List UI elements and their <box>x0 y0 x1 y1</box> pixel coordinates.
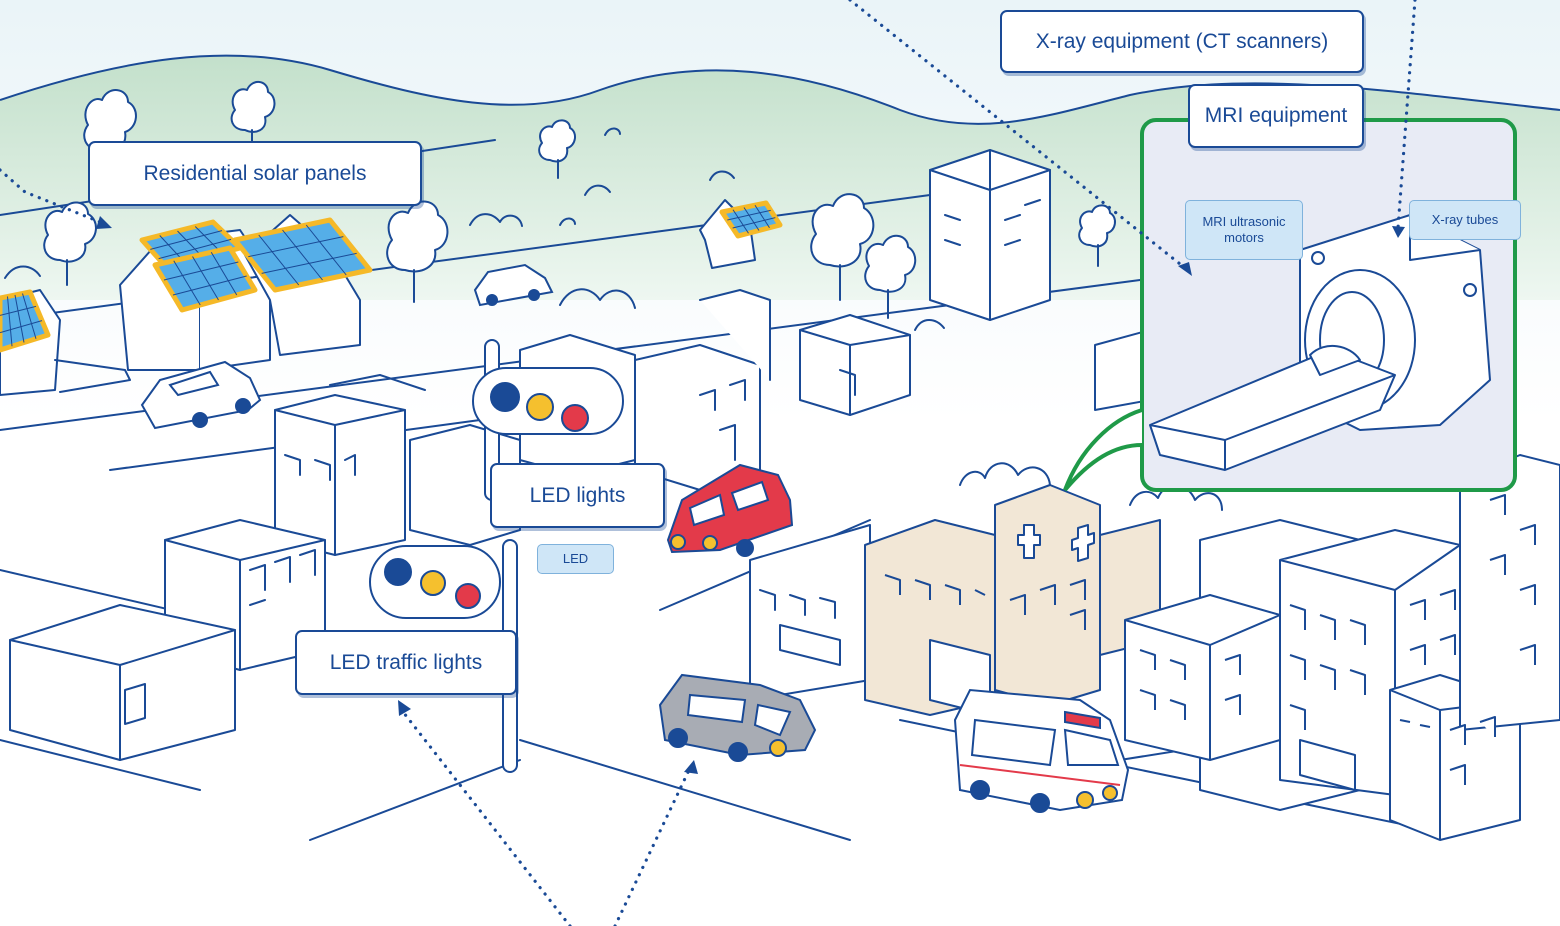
solar-panel <box>232 217 373 293</box>
building <box>799 314 911 416</box>
building-edge <box>274 409 406 556</box>
building <box>9 604 236 761</box>
car-gray <box>658 673 817 762</box>
building-edge <box>164 539 326 671</box>
mri-ultrasonic-line2: motors <box>1224 230 1264 245</box>
street-line <box>0 739 201 791</box>
hospital <box>864 484 1161 716</box>
leader-arrows <box>96 216 1405 774</box>
solar-panel <box>152 245 258 313</box>
bush <box>559 288 636 309</box>
tree <box>538 119 576 179</box>
bush <box>604 127 621 136</box>
building-edge <box>929 149 1051 321</box>
car-small-far <box>473 263 554 307</box>
solar-panel <box>719 200 783 239</box>
car-white <box>140 360 262 430</box>
street-line <box>519 739 851 841</box>
mri-equipment-label: MRI equipment <box>1188 84 1364 148</box>
street-line <box>309 759 521 841</box>
bush <box>469 213 523 227</box>
mri-ultrasonic-motors-tag: MRI ultrasonic motors <box>1185 200 1303 260</box>
led-traffic-lights-label: LED traffic lights <box>295 630 517 695</box>
led-lights-label: LED lights <box>490 463 665 528</box>
tree <box>386 200 449 303</box>
building-edge <box>799 329 911 416</box>
windows <box>284 454 356 481</box>
traffic-light-upper <box>472 339 624 501</box>
building-roof <box>329 374 426 391</box>
tree <box>1078 204 1116 267</box>
residential-solar-panels-label: Residential solar panels <box>88 141 422 206</box>
car-red <box>666 463 794 557</box>
traffic-light-lower <box>369 539 518 773</box>
tree <box>810 193 875 301</box>
windows <box>759 589 836 619</box>
door <box>124 683 146 725</box>
windows <box>699 369 856 461</box>
building <box>274 394 406 556</box>
xray-equipment-label: X-ray equipment (CT scanners) <box>1000 10 1364 73</box>
bush <box>914 319 945 331</box>
bush <box>959 462 1051 486</box>
tree <box>43 201 97 286</box>
building-edge <box>9 629 236 761</box>
bush <box>4 265 41 279</box>
tree <box>864 234 917 319</box>
mri-ultrasonic-line1: MRI ultrasonic <box>1202 214 1286 229</box>
bush <box>559 217 576 226</box>
solar-panel <box>0 289 51 353</box>
windows <box>249 549 316 606</box>
building <box>699 289 771 381</box>
ambulance <box>953 688 1130 813</box>
building <box>749 524 871 701</box>
door <box>779 624 841 666</box>
fence <box>54 359 131 393</box>
right-buildings <box>1094 329 1560 841</box>
led-tag: LED <box>537 544 614 574</box>
xray-tubes-tag: X-ray tubes <box>1409 200 1521 240</box>
bush <box>584 184 611 196</box>
leader-lines <box>0 0 1417 926</box>
tree <box>230 81 276 151</box>
windows <box>944 199 1041 246</box>
bush <box>709 170 735 181</box>
